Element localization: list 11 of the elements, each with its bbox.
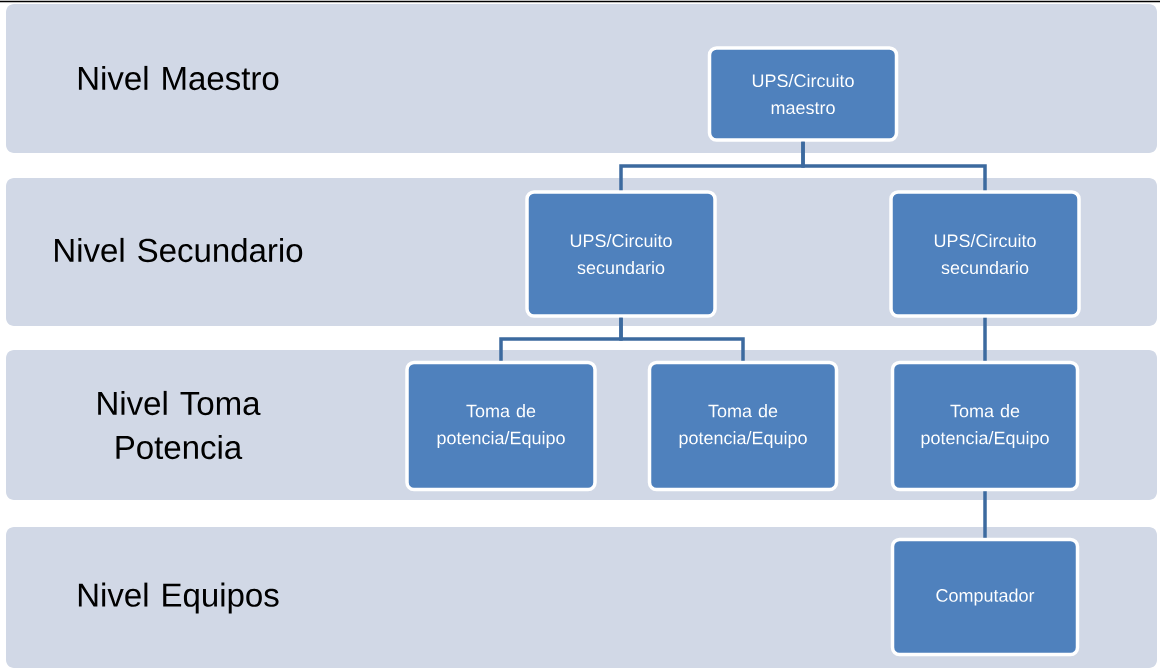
process-box: Toma de potencia/Equipo [647,360,839,492]
process-box: Computador [890,537,1080,657]
connector-line [983,317,987,361]
connector-line [619,317,745,361]
process-box: UPS/Circuito secundario [889,190,1081,318]
process-box: UPS/Circuito secundario [525,190,717,318]
connector-line [801,141,987,191]
process-box: Toma de potencia/Equipo [890,360,1080,492]
connector-line [983,491,987,538]
process-box: Toma de potencia/Equipo [405,360,597,492]
process-box: UPS/Circuito maestro [707,46,899,142]
